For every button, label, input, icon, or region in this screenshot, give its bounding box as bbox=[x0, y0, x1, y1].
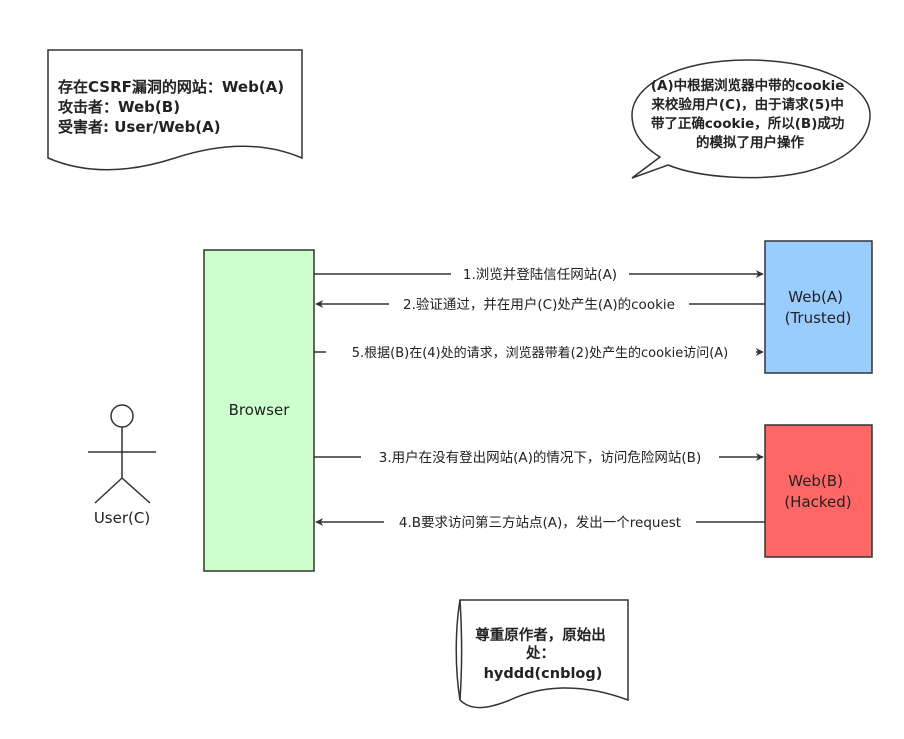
svg-text:Web(B) (Hacked): Web(B) (Hacked) bbox=[784, 472, 851, 511]
web-b-box bbox=[764, 424, 873, 558]
user-label: User(C) bbox=[94, 509, 150, 527]
svg-text:(A)中根据浏览器中带的cookie 来校验用户: (A)中根据浏览器中带的cookie 来校验用户(C)，由于请求(5)中 带了正… bbox=[650, 77, 849, 151]
web-b-node: Web(B) (Hacked) bbox=[764, 424, 873, 558]
svg-text:尊重原作者，原始出 处： hyddd: 尊重原作者，原始出 处： hyddd(cnblog) bbox=[475, 626, 611, 682]
credit-note: 尊重原作者，原始出 处： hyddd(cnblog) bbox=[455, 599, 629, 709]
edge-5-label: 5.根据(B)在(4)处的请求，浏览器带着(2)处产生的cookie访问(A) bbox=[352, 345, 729, 361]
edge-4: 4.B要求访问第三方站点(A)，发出一个request bbox=[315, 513, 765, 531]
user-leg-left bbox=[94, 477, 123, 504]
user-actor bbox=[88, 404, 156, 504]
note-site-info-line: 存在CSRF漏洞的网站：Web(A) bbox=[58, 78, 284, 96]
web-a-node: Web(A) (Trusted) bbox=[764, 240, 873, 374]
svg-text:Web(A) (Trusted): Web(A) (Trusted) bbox=[785, 288, 852, 327]
edge-3-label: 3.用户在没有登出网站(A)的情况下，访问危险网站(B) bbox=[379, 449, 701, 466]
svg-text:存在CSRF漏洞的网站：Web(A) 攻击者：W: 存在CSRF漏洞的网站：Web(A) 攻击者：Web(B) 受害者: User/… bbox=[58, 78, 289, 136]
callout-explanation-line: 的模拟了用户操作 bbox=[696, 134, 804, 151]
edge-3: 3.用户在没有登出网站(A)的情况下，访问危险网站(B) bbox=[314, 448, 764, 466]
credit-note-shape bbox=[455, 599, 629, 709]
callout-explanation-line: 带了正确cookie，所以(B)成功 bbox=[651, 115, 844, 132]
callout-explanation-line: 来校验用户(C)，由于请求(5)中 bbox=[650, 96, 843, 113]
web-a-label: Web(A) bbox=[788, 288, 843, 306]
browser-node: Browser bbox=[203, 249, 315, 572]
user-leg-right bbox=[121, 477, 151, 504]
web-a-box bbox=[764, 240, 873, 374]
browser-label: Browser bbox=[229, 401, 291, 419]
note-site-info-line: 攻击者：Web(B) bbox=[58, 98, 180, 116]
web-a-sublabel: (Trusted) bbox=[785, 309, 852, 327]
callout-explanation: (A)中根据浏览器中带的cookie 来校验用户(C)，由于请求(5)中 带了正… bbox=[631, 59, 871, 179]
callout-explanation-line: (A)中根据浏览器中带的cookie bbox=[651, 77, 845, 94]
credit-note-line: 尊重原作者，原始出 bbox=[475, 626, 606, 644]
edge-2: 2.验证通过，并在用户(C)处产生(A)的cookie bbox=[315, 295, 765, 313]
note-site-info: 存在CSRF漏洞的网站：Web(A) 攻击者：Web(B) 受害者: User/… bbox=[47, 49, 303, 171]
edge-5: 5.根据(B)在(4)处的请求，浏览器带着(2)处产生的cookie访问(A) bbox=[314, 343, 764, 361]
note-site-info-shape bbox=[47, 49, 303, 171]
web-b-label: Web(B) bbox=[788, 472, 843, 490]
note-site-info-line: 受害者: User/Web(A) bbox=[58, 118, 221, 136]
edge-2-label: 2.验证通过，并在用户(C)处产生(A)的cookie bbox=[403, 296, 675, 313]
callout-explanation-shape bbox=[631, 59, 871, 179]
web-b-sublabel: (Hacked) bbox=[784, 493, 851, 511]
browser-box bbox=[203, 249, 315, 572]
credit-note-line: 处： bbox=[525, 644, 555, 662]
edge-1: 1.浏览并登陆信任网站(A) bbox=[314, 265, 764, 283]
edge-4-label: 4.B要求访问第三方站点(A)，发出一个request bbox=[399, 514, 681, 531]
credit-note-line: hyddd(cnblog) bbox=[484, 666, 603, 682]
edge-1-label: 1.浏览并登陆信任网站(A) bbox=[463, 267, 617, 283]
user-head bbox=[110, 404, 134, 428]
